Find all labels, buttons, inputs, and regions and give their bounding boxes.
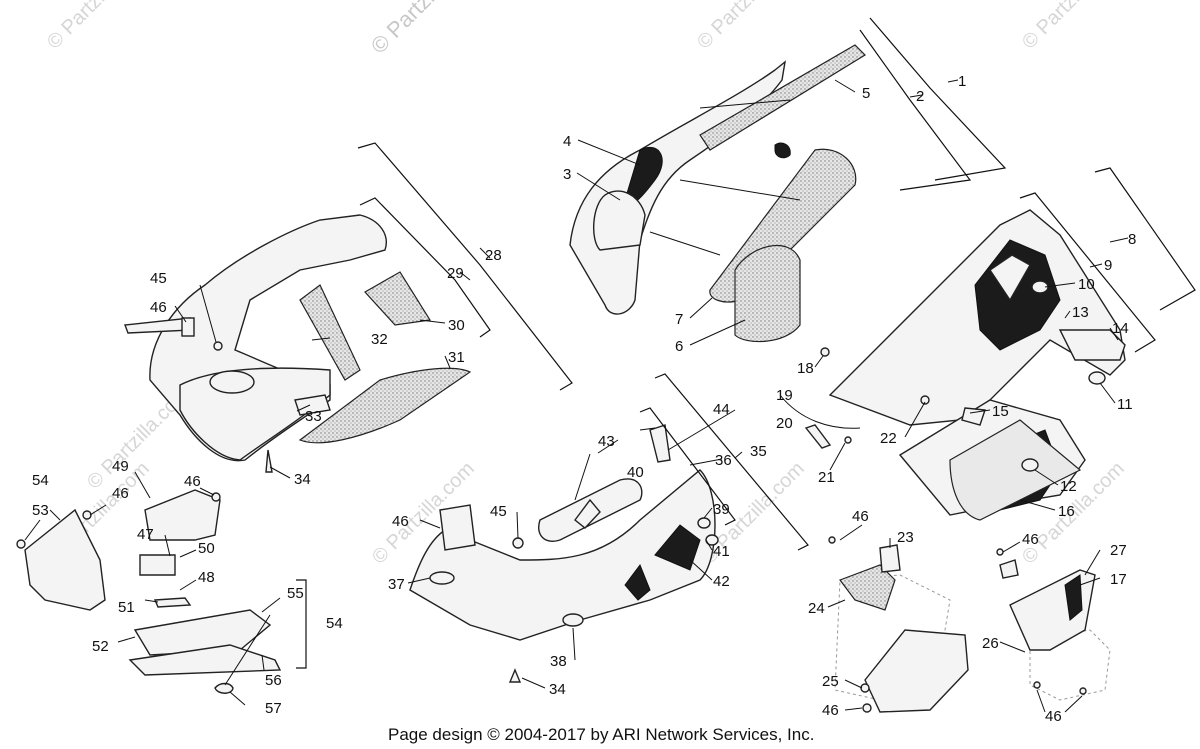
callout-32: 32 bbox=[371, 331, 388, 348]
callout-43: 43 bbox=[598, 433, 615, 450]
watermark-top-left: © Partzilla.com bbox=[43, 0, 154, 54]
callout-33: 33 bbox=[305, 408, 322, 425]
watermark-top-right: © Partzilla.com bbox=[1018, 0, 1129, 54]
callout-1: 1 bbox=[958, 73, 966, 90]
callout-7: 7 bbox=[675, 311, 683, 328]
callout-52: 52 bbox=[92, 638, 109, 655]
bracket-1 bbox=[869, 17, 1007, 181]
callout-37: 37 bbox=[388, 576, 405, 593]
callout-22: 22 bbox=[880, 430, 897, 447]
callout-46-right-bottom: 46 bbox=[822, 702, 839, 719]
callout-12: 12 bbox=[1060, 478, 1077, 495]
bracket-8 bbox=[1094, 167, 1196, 311]
callout-14: 14 bbox=[1112, 320, 1129, 337]
bracket-29 bbox=[359, 197, 491, 338]
callout-55: 55 bbox=[287, 585, 304, 602]
callout-46-bracket: 46 bbox=[184, 473, 201, 490]
callout-28: 28 bbox=[485, 247, 502, 264]
callout-46-shroud: 46 bbox=[112, 485, 129, 502]
callout-6: 6 bbox=[675, 338, 683, 355]
bracket-2 bbox=[859, 29, 972, 191]
callout-34-bellypan: 34 bbox=[549, 681, 566, 698]
callout-45-nose: 45 bbox=[150, 270, 167, 287]
callout-9: 9 bbox=[1104, 257, 1112, 274]
callout-41: 41 bbox=[713, 543, 730, 560]
callout-54-right: 54 bbox=[326, 615, 343, 632]
callout-19: 19 bbox=[776, 387, 793, 404]
callout-20: 20 bbox=[776, 415, 793, 432]
belly-pan-assembly bbox=[409, 424, 719, 683]
callout-53: 53 bbox=[32, 502, 49, 519]
watermark-top-mid: © Partzilla.com bbox=[693, 0, 804, 54]
callout-47: 47 bbox=[137, 526, 154, 543]
callout-48: 48 bbox=[198, 569, 215, 586]
callout-54-left: 54 bbox=[32, 472, 49, 489]
bracket-54-right bbox=[296, 579, 307, 669]
bracket-36 bbox=[639, 407, 736, 526]
callout-25: 25 bbox=[822, 673, 839, 690]
callout-46-nose: 46 bbox=[150, 299, 167, 316]
bracket-9 bbox=[1019, 192, 1156, 353]
callout-46-far-right-bottom: 46 bbox=[1045, 708, 1062, 725]
callout-38: 38 bbox=[550, 653, 567, 670]
callout-18: 18 bbox=[797, 360, 814, 377]
callout-16: 16 bbox=[1058, 503, 1075, 520]
callout-13: 13 bbox=[1072, 304, 1089, 321]
lower-left-bracket-assembly bbox=[16, 489, 282, 694]
callout-15: 15 bbox=[992, 403, 1009, 420]
callout-labels: 1 2 3 4 5 6 7 8 9 10 11 12 13 14 15 16 1… bbox=[32, 73, 1136, 725]
callout-51: 51 bbox=[118, 599, 135, 616]
callout-46-bellypan: 46 bbox=[392, 513, 409, 530]
callout-36: 36 bbox=[715, 452, 732, 469]
side-panel-assembly bbox=[779, 209, 1126, 521]
callout-44: 44 bbox=[713, 401, 730, 418]
callout-4: 4 bbox=[563, 133, 571, 150]
callout-46-far-right-top: 46 bbox=[1022, 531, 1039, 548]
callout-5: 5 bbox=[862, 85, 870, 102]
callout-50: 50 bbox=[198, 540, 215, 557]
callout-56: 56 bbox=[265, 672, 282, 689]
bracket-28 bbox=[357, 142, 573, 391]
callout-46-right-top: 46 bbox=[852, 508, 869, 525]
bracket-35 bbox=[654, 373, 809, 551]
callout-57: 57 bbox=[265, 700, 282, 717]
callout-10: 10 bbox=[1078, 276, 1095, 293]
callout-35: 35 bbox=[750, 443, 767, 460]
callout-39: 39 bbox=[713, 501, 730, 518]
callout-11: 11 bbox=[1117, 396, 1133, 413]
leader-lines bbox=[24, 79, 1129, 713]
front-nose-assembly bbox=[124, 214, 472, 473]
callout-45-bellypan: 45 bbox=[490, 503, 507, 520]
lower-right-bracket-assembly bbox=[828, 536, 1111, 713]
watermark-copyright: © Partzilla.com bbox=[366, 0, 489, 59]
callout-2: 2 bbox=[916, 88, 924, 105]
callout-17: 17 bbox=[1110, 571, 1127, 588]
callout-3: 3 bbox=[563, 166, 571, 183]
callout-42: 42 bbox=[713, 573, 730, 590]
callout-26: 26 bbox=[982, 635, 999, 652]
footer-copyright: Page design © 2004-2017 by ARI Network S… bbox=[388, 725, 814, 744]
callout-24: 24 bbox=[808, 600, 825, 617]
callout-30: 30 bbox=[448, 317, 465, 334]
callout-29: 29 bbox=[447, 265, 464, 282]
callout-34-nose: 34 bbox=[294, 471, 311, 488]
callout-49: 49 bbox=[112, 458, 129, 475]
callout-21: 21 bbox=[818, 469, 835, 486]
callout-31: 31 bbox=[448, 349, 465, 366]
callout-40: 40 bbox=[627, 464, 644, 481]
callout-8: 8 bbox=[1128, 231, 1136, 248]
callout-23: 23 bbox=[897, 529, 914, 546]
callout-27: 27 bbox=[1110, 542, 1127, 559]
hood-panel-assembly bbox=[569, 44, 866, 343]
